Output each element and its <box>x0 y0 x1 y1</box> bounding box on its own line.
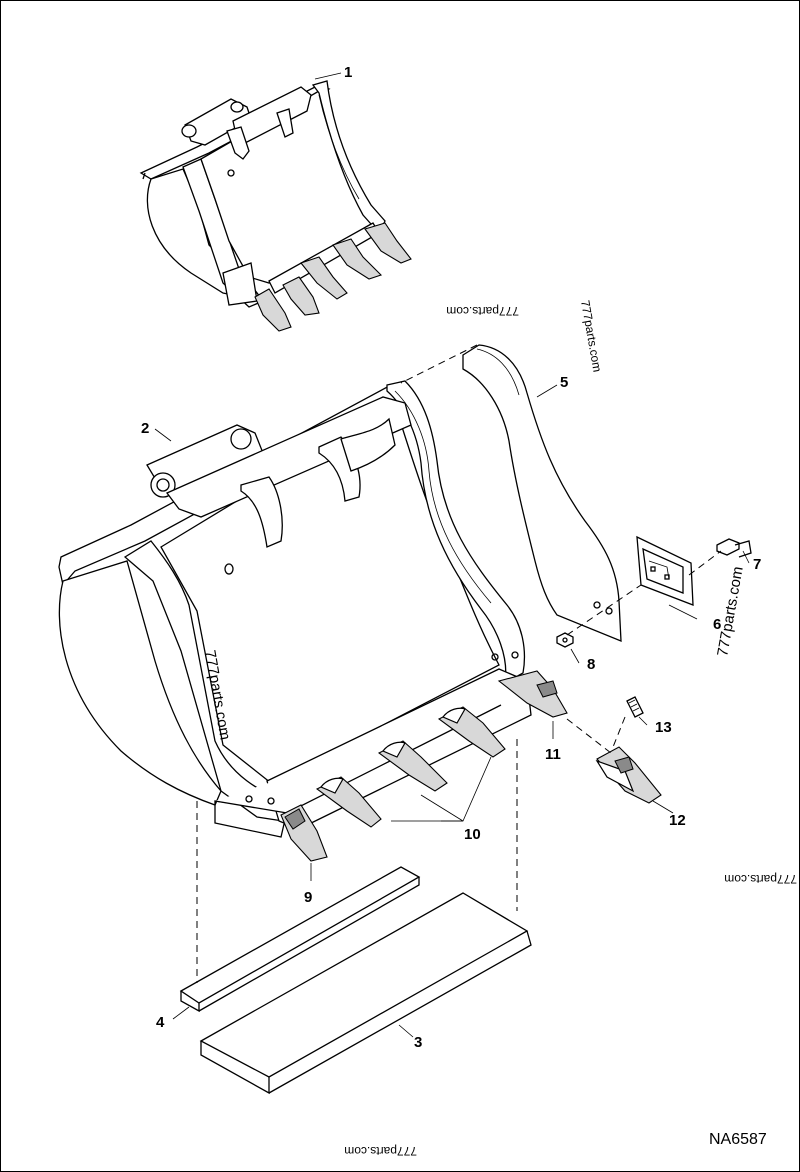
watermark-right-lower: 777parts.com <box>724 872 797 886</box>
watermark-top: 777parts.com <box>446 304 519 318</box>
callout-5: 5 <box>560 374 568 391</box>
callout-6: 6 <box>713 616 721 633</box>
nut-8 <box>556 632 574 648</box>
pin-13 <box>626 696 644 718</box>
leader-lines <box>154 72 750 1038</box>
callout-12-13: 13 <box>655 719 672 736</box>
callout-1: 1 <box>344 64 352 81</box>
cutting-edge-3 <box>199 892 532 1095</box>
callout-labels: 1 2 3 4 5 6 7 8 9 10 11 13 12 <box>141 64 761 1051</box>
tooth-11 <box>497 670 568 718</box>
watermark-bottom: 777parts.com <box>344 1144 417 1158</box>
tooth-9 <box>280 804 328 862</box>
callout-11: 11 <box>545 746 561 763</box>
callout-12: 12 <box>669 812 686 829</box>
drawing-number: NA6587 <box>709 1131 767 1148</box>
watermark-right-upper: 777parts.com <box>578 299 604 373</box>
callout-8: 8 <box>587 656 595 673</box>
bolt-7 <box>716 538 752 558</box>
wear-plate-6 <box>636 535 694 606</box>
callout-7: 7 <box>753 556 761 573</box>
callout-4: 4 <box>156 1014 165 1031</box>
teeth-10 <box>315 706 506 828</box>
side-cutter-5 <box>462 344 622 642</box>
adapter-12 <box>595 746 662 804</box>
large-bucket-assembly <box>58 380 532 838</box>
explode-lines <box>196 344 722 983</box>
callout-2: 2 <box>141 420 149 437</box>
small-bucket-teeth <box>222 222 412 332</box>
callout-3: 3 <box>414 1034 422 1051</box>
cutting-edge-4 <box>179 866 421 1013</box>
callout-10: 10 <box>464 826 481 843</box>
small-bucket-assembly <box>139 80 412 332</box>
watermark-side: 777parts.com <box>714 565 747 657</box>
callout-9: 9 <box>304 889 312 906</box>
